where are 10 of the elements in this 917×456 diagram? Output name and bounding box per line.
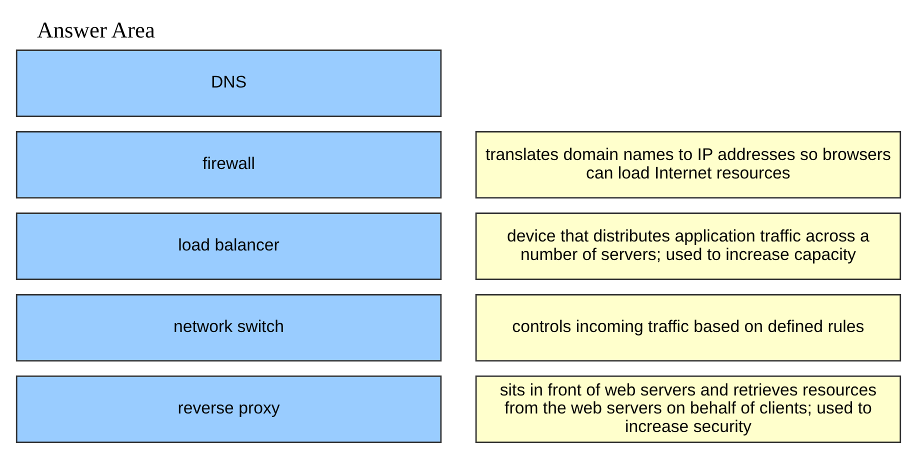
node-box: controls incoming traffic based on defined rules [475, 294, 902, 362]
node-box: device that distributes application traffic across a number of servers; used to increase capacity [475, 212, 902, 280]
node-box: DNS [16, 50, 442, 117]
node-box: sits in front of web servers and retrieves resources from the web servers on behalf of clients; used to increase security [475, 376, 902, 443]
diagram-title: Answer Area [37, 17, 155, 42]
node-box: network switch [16, 294, 442, 362]
node-box: translates domain names to IP addresses so browsers can load Internet resources [475, 131, 902, 198]
node-box: load balancer [16, 212, 442, 280]
node-box: reverse proxy [16, 376, 442, 443]
node-box: firewall [16, 131, 442, 198]
